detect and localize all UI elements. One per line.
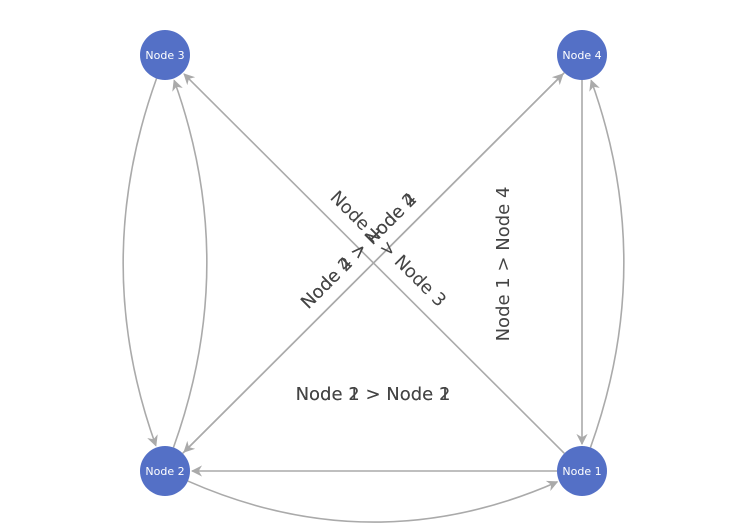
node-2[interactable]: Node 2 bbox=[140, 446, 190, 496]
node-3-label: Node 3 bbox=[145, 49, 184, 62]
node-3-circle[interactable] bbox=[140, 30, 190, 80]
node-2-label: Node 2 bbox=[145, 465, 184, 478]
edge-label-node1-node2: Node 1 > Node 2 bbox=[296, 384, 451, 405]
node-1[interactable]: Node 1 bbox=[557, 446, 607, 496]
node-1-circle[interactable] bbox=[557, 446, 607, 496]
node-1-label: Node 1 bbox=[562, 465, 601, 478]
edge-node1-to-node4 bbox=[589, 79, 625, 448]
edge-node4-to-node2 bbox=[183, 72, 565, 453]
edge-labels-layer: Node 1 > Node 2 Node 2 > Node 1 Node 1 >… bbox=[296, 187, 514, 405]
edge-node1-to-node3 bbox=[183, 73, 565, 454]
edge-node2-to-node1 bbox=[187, 480, 559, 523]
edges-layer bbox=[122, 72, 625, 523]
edge-label-node2-node1: Node 2 > Node 1 bbox=[296, 384, 451, 405]
edge-node3-to-node2 bbox=[122, 78, 158, 447]
nodes-layer: Node 1 Node 2 Node 3 Node 4 bbox=[140, 30, 607, 496]
edge-node2-to-node3 bbox=[172, 79, 208, 448]
node-4[interactable]: Node 4 bbox=[557, 30, 607, 80]
node-2-circle[interactable] bbox=[140, 446, 190, 496]
node-3[interactable]: Node 3 bbox=[140, 30, 190, 80]
edge-label-node1-node4: Node 1 > Node 4 bbox=[493, 187, 514, 342]
node-4-label: Node 4 bbox=[562, 49, 601, 62]
node-4-circle[interactable] bbox=[557, 30, 607, 80]
